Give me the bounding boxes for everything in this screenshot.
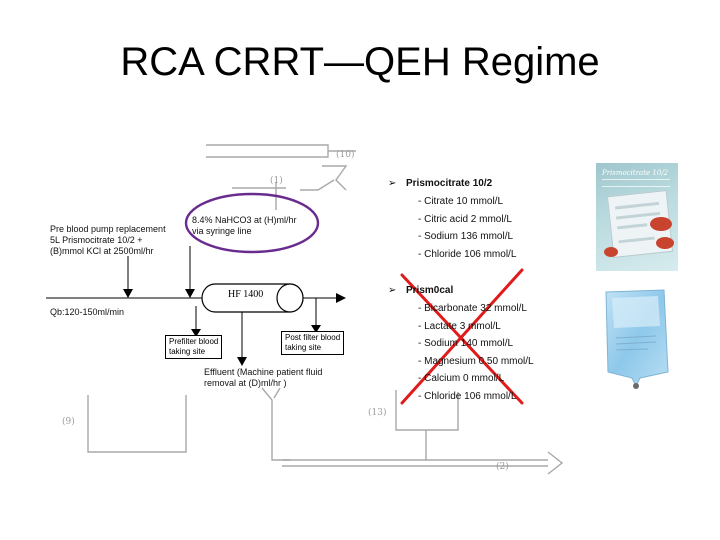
list-item: - Chloride 106 mmol/L bbox=[418, 390, 517, 402]
list-item: - Magnesium 0.50 mmol/L bbox=[418, 355, 534, 367]
prefilter-arrowhead bbox=[191, 329, 201, 337]
effluent-arrowhead bbox=[237, 357, 247, 366]
red-blood-cell-graphic bbox=[656, 237, 674, 249]
blood-flow-arrowhead bbox=[336, 293, 346, 303]
bullet-arrow-icon: ➢ bbox=[388, 178, 397, 189]
bag-image-title: Prismocitrate 10/2 bbox=[602, 169, 669, 177]
pre-blood-pump-label: Pre blood pump replacement 5L Prismocitr… bbox=[50, 224, 166, 256]
list-item: - Sodium 136 mmol/L bbox=[418, 231, 514, 242]
list-item: - Sodium 140 mmol/L bbox=[418, 338, 514, 349]
bag-image-caption-lines bbox=[602, 179, 670, 187]
faint-label-2: (2) bbox=[496, 462, 509, 472]
prismocitrate-name: Prismocitrate 10/2 bbox=[406, 178, 493, 189]
nahco3-highlight-ellipse bbox=[184, 192, 320, 254]
dialysis-fluid-bag-image bbox=[605, 289, 669, 389]
slide-title: RCA CRRT—QEH Regime bbox=[120, 40, 600, 84]
list-item: - Chloride 106 mmol/L bbox=[418, 248, 517, 260]
prismocitrate-list: ➢Prismocitrate 10/2 - Citrate 10 mmol/L … bbox=[388, 178, 516, 263]
postfilter-sample-label: Post filter blood taking site bbox=[281, 331, 345, 355]
replacement-arrowhead bbox=[123, 289, 133, 298]
list-item: - Citrate 10 mmol/L bbox=[418, 196, 504, 207]
connector-arrows bbox=[127, 246, 317, 358]
prism0cal-cross bbox=[400, 268, 524, 405]
list-item: - Citric acid 2 mmol/L bbox=[418, 213, 512, 225]
list-item: - Calcium 0 mmol/L bbox=[418, 373, 505, 384]
hf-filter bbox=[201, 283, 304, 313]
background-schematic bbox=[87, 144, 564, 475]
faint-label-13: (13) bbox=[368, 408, 387, 418]
prefilter-sample-label: Prefilter blood taking site bbox=[165, 335, 223, 359]
effluent-label: Effluent (Machine patient fluid removal … bbox=[204, 367, 323, 388]
list-item: - Lactate 3 mmol/L bbox=[418, 320, 501, 332]
prism0cal-list: ➢ Prism0cal - Bicarbonate 32 mmol/L - Lac… bbox=[388, 285, 534, 405]
prism0cal-name: Prism0cal bbox=[406, 285, 454, 296]
list-item: - Bicarbonate 32 mmol/L bbox=[418, 303, 527, 314]
filter-label: HF 1400 bbox=[228, 289, 264, 300]
red-blood-cell-graphic bbox=[604, 247, 618, 257]
postfilter-arrowhead bbox=[311, 325, 321, 333]
nahco3-label: 8.4% NaHCO3 at (H)ml/hr via syringe line bbox=[192, 215, 297, 236]
qb-label: Qb:120-150ml/min bbox=[50, 307, 125, 317]
faint-label-10: (10) bbox=[336, 150, 355, 160]
faint-label-9: (9) bbox=[62, 417, 75, 427]
bullet-arrow-icon: ➢ bbox=[388, 285, 397, 296]
red-blood-cell-graphic bbox=[650, 217, 672, 231]
prismocitrate-bag-image: Prismocitrate 10/2 bbox=[596, 163, 678, 271]
faint-label-1: (1) bbox=[270, 176, 283, 186]
nahco3-arrowhead bbox=[185, 289, 195, 298]
